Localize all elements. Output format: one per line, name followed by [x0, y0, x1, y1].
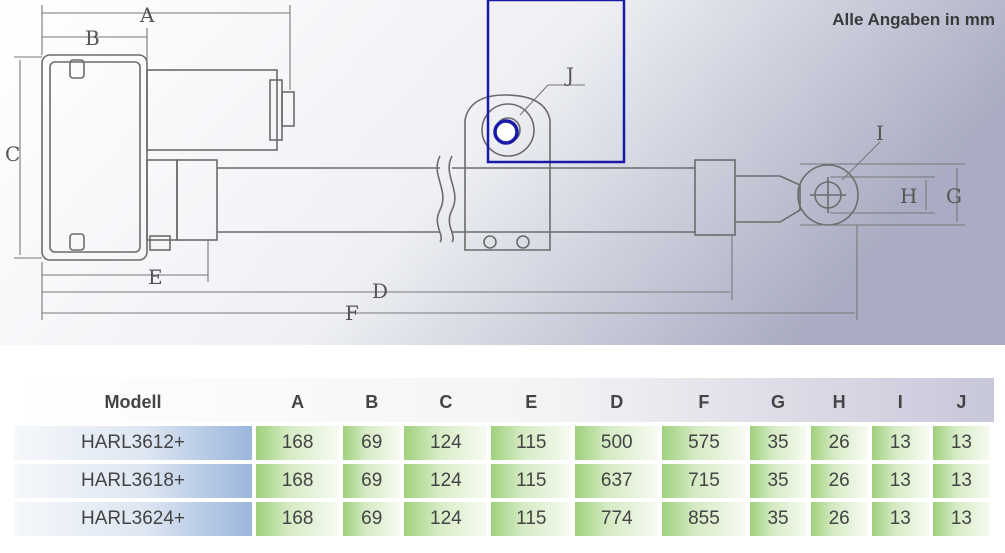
value-cell: 115	[491, 502, 572, 536]
highlight-box	[486, 0, 626, 164]
col-header-b: B	[365, 391, 379, 412]
value-cell: 35	[749, 426, 807, 460]
value-cell: 575	[662, 426, 746, 460]
value-cell: 124	[404, 426, 488, 460]
col-header-a: A	[291, 391, 305, 412]
dim-label-a: A	[139, 3, 155, 27]
value-cell: 13	[871, 464, 929, 498]
table-header-row: Modell A B C E D F G H I J	[14, 382, 990, 422]
model-cell: HARL3612+	[14, 426, 252, 460]
value-cell: 13	[871, 502, 929, 536]
value-cell: 26	[810, 426, 868, 460]
col-header-g: G	[771, 391, 786, 412]
dim-label-j: J	[564, 63, 574, 87]
dim-label-d: D	[372, 279, 388, 303]
technical-drawing: A B C D E F G H I J Alle Angaben in mm	[0, 0, 1005, 345]
col-header-c: C	[439, 391, 453, 412]
value-cell: 715	[662, 464, 746, 498]
table-row: HARL3612+ 168 69 124 115 500 575 35 26 1…	[14, 426, 990, 460]
value-cell: 774	[575, 502, 659, 536]
value-cell: 35	[749, 464, 807, 498]
dim-label-e: E	[148, 265, 163, 289]
col-header-h: H	[832, 391, 846, 412]
value-cell: 115	[491, 426, 572, 460]
dimension-lines	[14, 5, 965, 320]
dimension-labels: A B C D E F G H I J	[5, 3, 962, 325]
value-cell: 855	[662, 502, 746, 536]
table-header-band	[10, 378, 994, 422]
spec-table: Modell A B C E D F G H I J HARL3612+ 168…	[10, 378, 994, 540]
value-cell: 26	[810, 502, 868, 536]
units-note: Alle Angaben in mm	[832, 10, 995, 29]
value-cell: 69	[343, 426, 401, 460]
col-header-modell: Modell	[104, 391, 162, 412]
value-cell: 637	[575, 464, 659, 498]
col-header-i: I	[897, 391, 903, 412]
cursor-marker	[493, 119, 519, 145]
col-header-f: F	[698, 391, 710, 412]
dim-label-b: B	[85, 26, 100, 50]
value-cell: 13	[932, 464, 990, 498]
value-cell: 26	[810, 464, 868, 498]
dim-label-f: F	[345, 301, 359, 325]
value-cell: 124	[404, 464, 488, 498]
value-cell: 13	[932, 502, 990, 536]
value-cell: 35	[749, 502, 807, 536]
dim-label-c: C	[5, 142, 20, 166]
col-header-j: J	[956, 391, 967, 412]
dim-label-i: I	[876, 121, 884, 145]
value-cell: 13	[932, 426, 990, 460]
drawing-background	[0, 0, 1005, 345]
value-cell: 115	[491, 464, 572, 498]
value-cell: 124	[404, 502, 488, 536]
dim-label-h: H	[900, 184, 917, 208]
table-row: HARL3618+ 168 69 124 115 637 715 35 26 1…	[14, 464, 990, 498]
value-cell: 69	[343, 502, 401, 536]
model-cell: HARL3618+	[14, 464, 252, 498]
dim-label-g: G	[946, 184, 962, 208]
value-cell: 168	[256, 426, 340, 460]
table-row: HARL3624+ 168 69 124 115 774 855 35 26 1…	[14, 502, 990, 536]
value-cell: 500	[575, 426, 659, 460]
model-cell: HARL3624+	[14, 502, 252, 536]
value-cell: 13	[871, 426, 929, 460]
value-cell: 168	[256, 502, 340, 536]
col-header-d: D	[610, 391, 624, 412]
value-cell: 69	[343, 464, 401, 498]
value-cell: 168	[256, 464, 340, 498]
col-header-e: E	[525, 391, 538, 412]
